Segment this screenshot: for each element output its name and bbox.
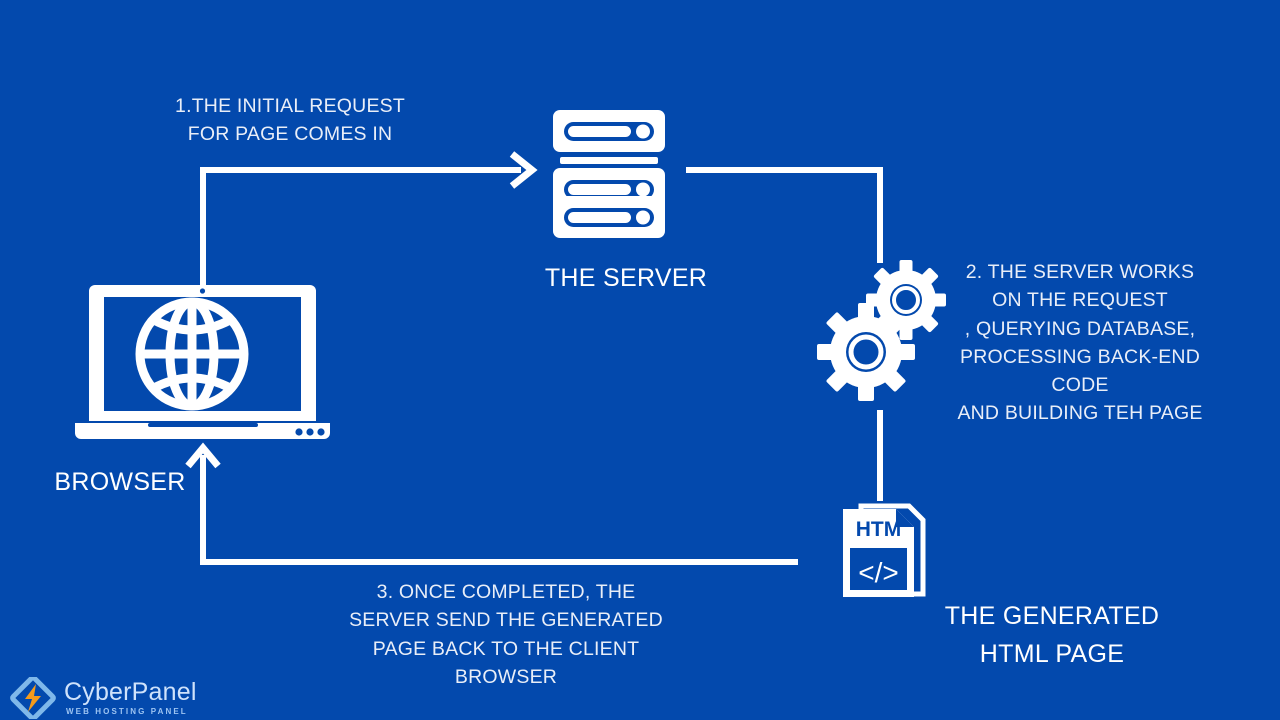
cyberpanel-diamond-bolt-logo <box>10 677 56 719</box>
brand-tagline: WEB HOSTING PANEL <box>66 707 188 716</box>
step-2-text: 2. THE SERVER WORKS ON THE REQUEST , QUE… <box>957 261 1203 425</box>
gear-small <box>866 260 946 340</box>
code-glyph-text: </> <box>858 557 898 588</box>
gear-large <box>817 303 915 401</box>
brand-name: CyberPanel <box>64 678 197 706</box>
server-label: THE SERVER <box>544 264 708 292</box>
html-file-badge-text: HTM <box>856 518 902 541</box>
step-1-text: 1.THE INITIAL REQUEST FOR PAGE COMES IN <box>175 95 405 146</box>
arrow-html-page-to-browser <box>185 442 798 565</box>
brand-text-block: CyberPanel WEB HOSTING PANEL <box>64 680 197 716</box>
cyberpanel-brand: CyberPanel WEB HOSTING PANEL <box>10 676 220 720</box>
step-3-text: 3. ONCE COMPLETED, THE SERVER SEND THE G… <box>349 581 663 688</box>
arrow-browser-to-server <box>200 151 538 287</box>
globe-glyph <box>135 297 249 411</box>
line-server-to-gears <box>686 167 883 263</box>
browser-label: BROWSER <box>54 468 186 496</box>
html-page-label: THE GENERATED HTML PAGE <box>944 602 1160 668</box>
